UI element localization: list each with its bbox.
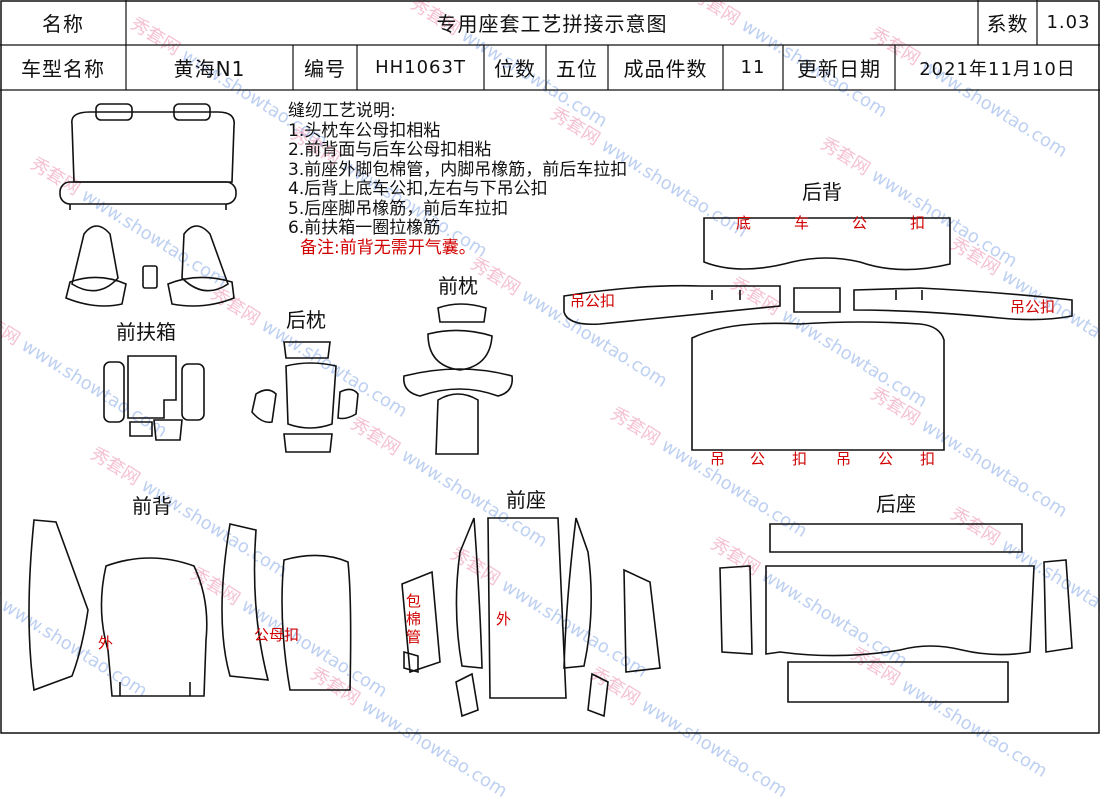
drawing-frame <box>0 0 1100 734</box>
seats-label: 位数 <box>494 57 536 81</box>
seat-overview-illustration <box>59 103 237 307</box>
annotation-text: 公母扣 <box>254 626 300 644</box>
note-item: 2.前背面与后车公母扣相粘 <box>288 140 492 160</box>
front-headrest-pieces <box>403 303 514 455</box>
pieces-label: 成品件数 <box>623 57 708 81</box>
note-item: 4.后背上底车公扣,左右与下吊公扣 <box>288 179 548 199</box>
annotation-text: 吊 <box>710 450 726 468</box>
update-value: 2021年11月10日 <box>919 58 1076 80</box>
note-item: 6.前扶箱一圈拉橡筋 <box>288 218 441 238</box>
rear-back-pieces <box>563 217 1073 451</box>
sewing-notes: 缝纫工艺说明: 1.头枕车公母扣相粘 2.前背面与后车公母扣相粘 3.前座外脚包… <box>288 101 628 258</box>
annotation-text: 车 <box>794 214 810 232</box>
coef-value: 1.03 <box>1046 12 1091 33</box>
annotation-text: 棉 <box>406 610 422 628</box>
section-rear-headrest: 后枕 <box>286 308 326 332</box>
annotation-text: 公 <box>852 214 868 232</box>
name-label: 名称 <box>42 12 84 36</box>
coef-label: 系数 <box>986 12 1029 36</box>
annotation-text: 吊公扣 <box>1010 298 1056 316</box>
annotation-text: 吊公扣 <box>570 292 616 310</box>
section-front-seat: 前座 <box>506 488 546 512</box>
annotation-text: 包 <box>406 592 422 610</box>
section-front-armrest: 前扶箱 <box>116 320 176 344</box>
update-label: 更新日期 <box>797 57 881 81</box>
annotation-text: 扣 <box>920 450 936 468</box>
annotation-text: 扣 <box>910 214 926 232</box>
annotation-text: 吊 <box>836 450 852 468</box>
rear-seat-pieces <box>719 523 1073 703</box>
pieces-value: 11 <box>740 57 766 78</box>
model-label: 车型名称 <box>21 57 105 81</box>
section-front-back: 前背 <box>132 494 172 518</box>
annotation-text: 管 <box>406 628 422 646</box>
model-value: 黄海N1 <box>173 57 246 81</box>
front-seat-pieces <box>401 517 661 718</box>
code-value: HH1063T <box>375 57 466 78</box>
annotation-text: 扣 <box>792 450 808 468</box>
notes-remark: 备注:前背无需开气囊。 <box>300 237 476 258</box>
note-item: 1.头枕车公母扣相粘 <box>288 120 441 141</box>
note-item: 5.后座脚吊橡筋，前后车拉扣 <box>288 198 509 219</box>
annotation-text: 公 <box>878 450 894 468</box>
section-rear-seat: 后座 <box>876 492 916 516</box>
front-back-pieces <box>28 519 352 697</box>
annotation-text: 外 <box>98 634 114 652</box>
seats-value: 五位 <box>556 57 598 81</box>
page-title: 专用座套工艺拼接示意图 <box>436 12 668 36</box>
front-armrest-pieces <box>103 355 205 441</box>
section-front-headrest: 前枕 <box>438 274 478 298</box>
pattern-drawing <box>28 103 1073 718</box>
section-rear-back: 后背 <box>802 180 842 204</box>
annotation-text: 外 <box>496 610 512 628</box>
code-label: 编号 <box>304 57 346 81</box>
annotation-text: 公 <box>750 450 766 468</box>
note-item: 3.前座外脚包棉管，内脚吊橡筋，前后车拉扣 <box>288 159 628 180</box>
notes-title: 缝纫工艺说明: <box>288 101 396 121</box>
annotation-text: 底 <box>736 214 752 232</box>
rear-headrest-pieces <box>251 341 359 453</box>
